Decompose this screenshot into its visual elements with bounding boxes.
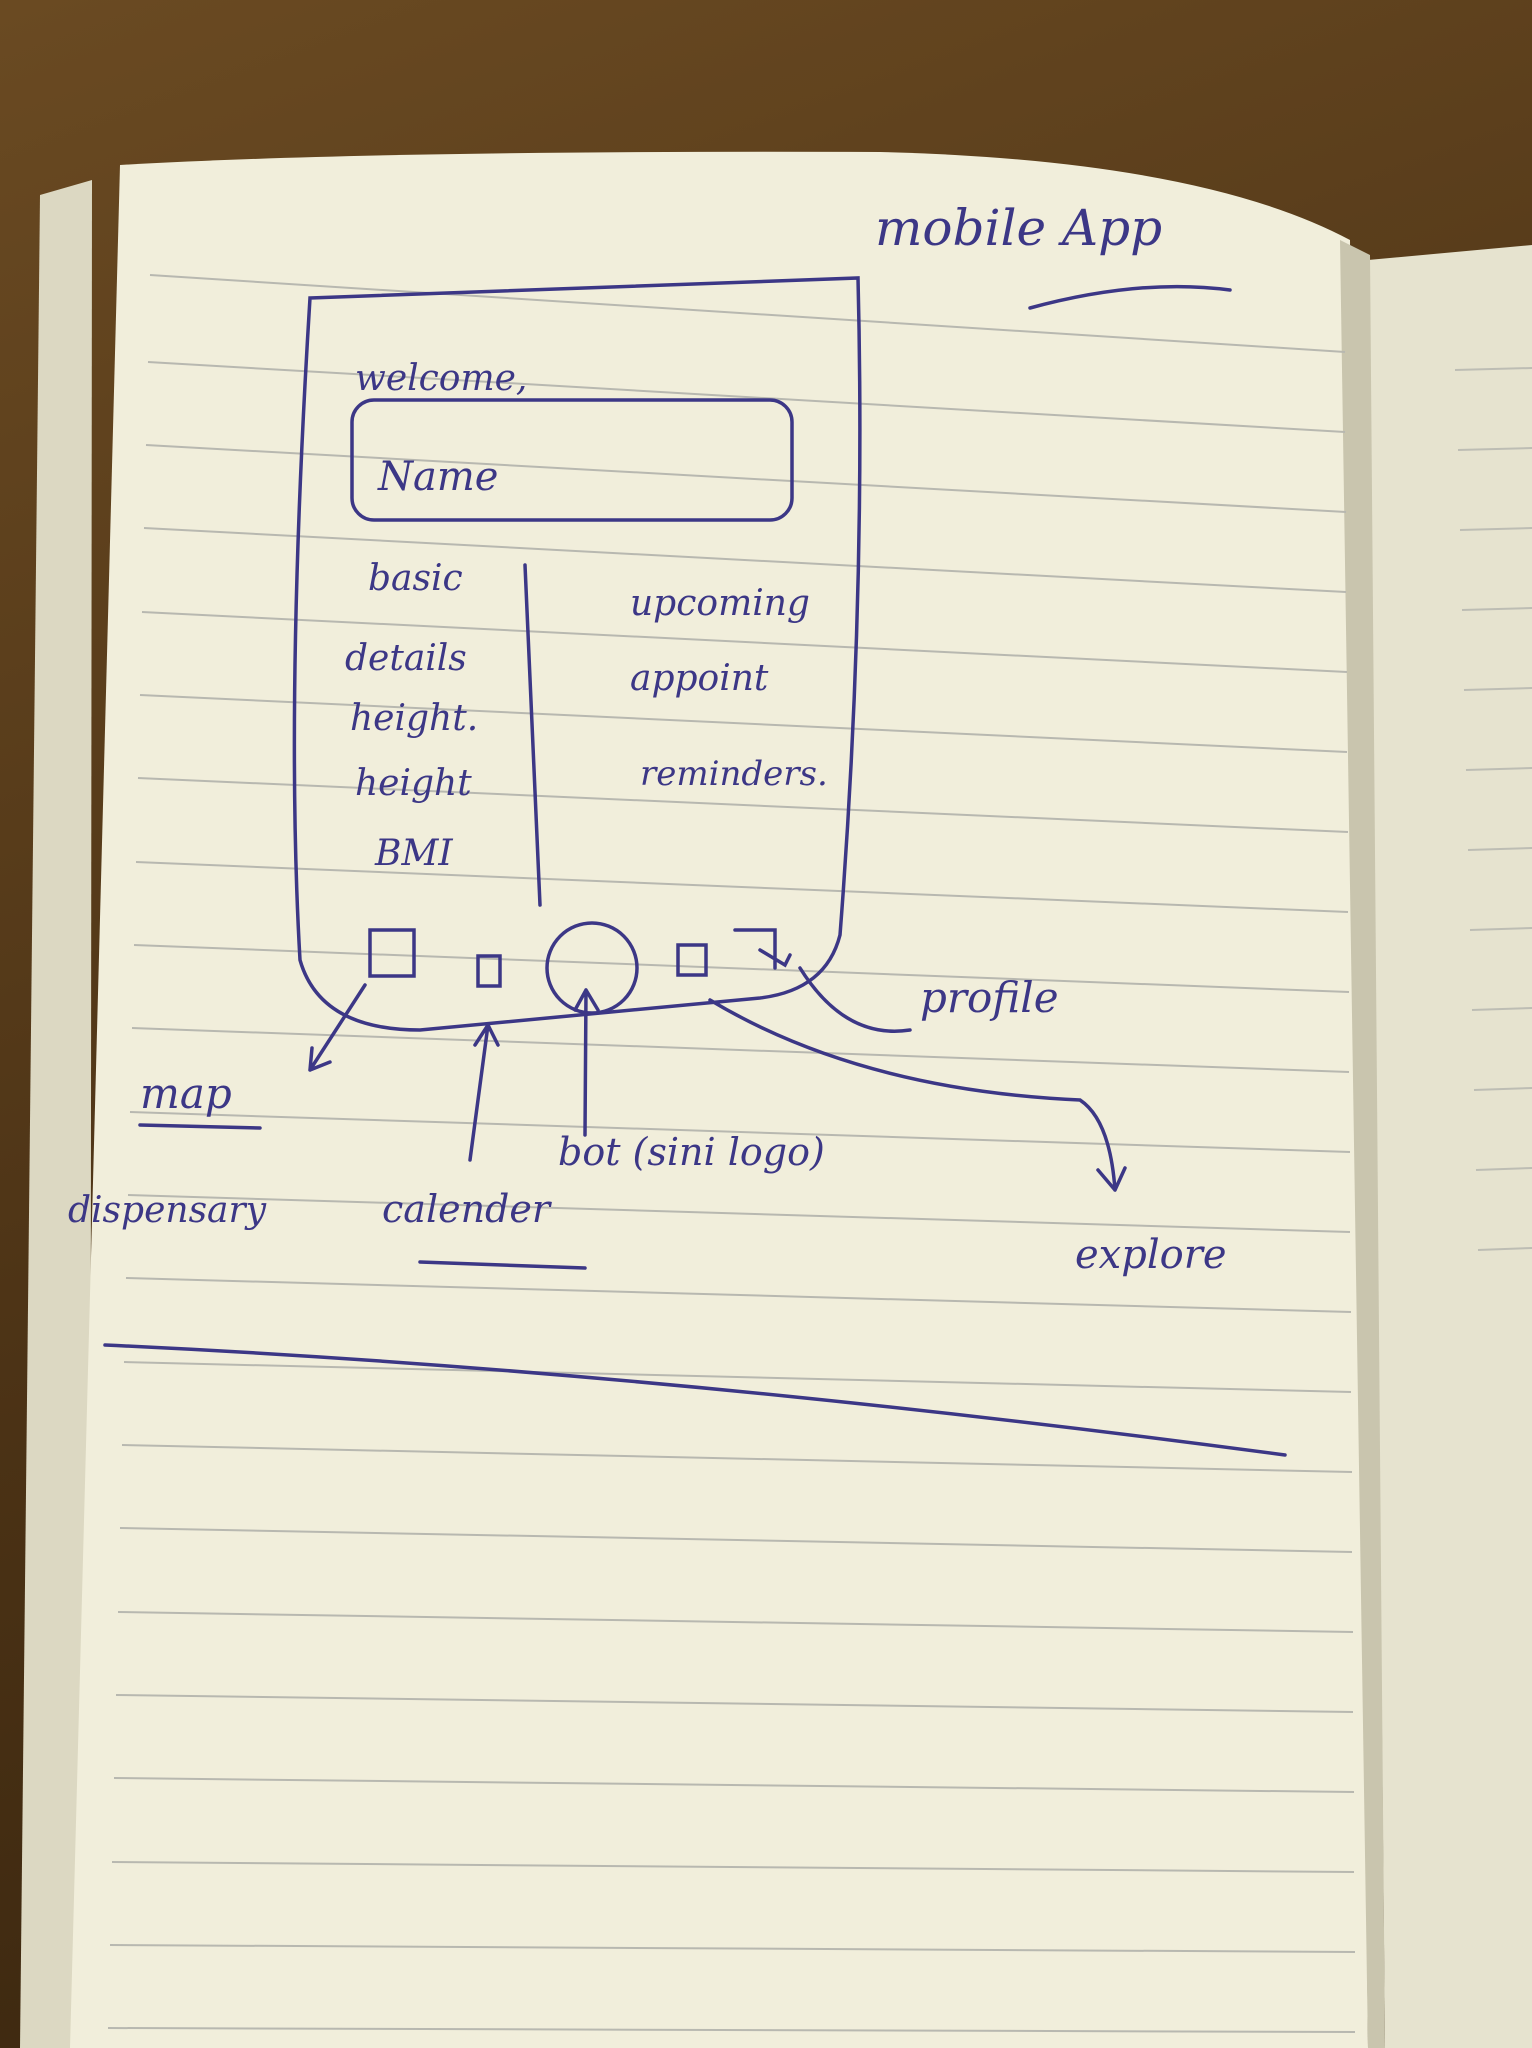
column-divider: [523, 563, 542, 907]
bot-icon: [545, 921, 639, 1015]
map-underline: [138, 1123, 262, 1130]
title-underline: [1028, 284, 1232, 310]
annotation-profile: profile: [920, 973, 1059, 1022]
profile-arrow: [798, 966, 912, 1033]
welcome-text: welcome,: [355, 358, 527, 399]
left-item-details: details: [345, 638, 467, 679]
explore-icon: [676, 943, 708, 977]
annotation-bot: bot (sini logo): [558, 1130, 825, 1174]
binding-shadow: [1340, 240, 1385, 2048]
right-item-upcoming: upcoming: [630, 583, 810, 624]
left-item-height-2: height: [355, 763, 472, 804]
ruled-lines: [107, 274, 1356, 2033]
sketch-title: mobile App: [875, 199, 1162, 257]
name-field-text: Name: [377, 454, 498, 500]
phone-outline: [292, 276, 862, 1032]
annotation-map: map: [140, 1069, 232, 1118]
divider-stroke: [103, 1343, 1287, 1457]
right-item-reminders: reminders.: [640, 754, 828, 794]
right-page-lines: [1454, 367, 1532, 1251]
profile-icon: [733, 928, 792, 970]
annotation-dispensary: dispensary: [68, 1190, 267, 1231]
calendar-arrow: [468, 1023, 500, 1162]
explore-arrow: [708, 998, 1127, 1192]
map-icon: [368, 928, 416, 978]
notebook-page-edge: [20, 180, 92, 2048]
left-item-height-1: height.: [350, 698, 478, 739]
name-field-box: [350, 398, 794, 522]
bot-arrow: [573, 988, 600, 1137]
annotation-explore: explore: [1075, 1232, 1227, 1278]
left-item-basic: basic: [368, 558, 463, 599]
calendar-icon: [476, 954, 502, 988]
map-arrow: [308, 983, 367, 1072]
right-item-appoint: appoint: [630, 658, 769, 699]
left-item-bmi: BMI: [374, 833, 453, 874]
notebook-right-page: [1368, 245, 1532, 2048]
annotation-calendar: calender: [382, 1187, 553, 1231]
notebook-page: [70, 151, 1368, 2048]
calendar-underline: [418, 1260, 587, 1270]
ink-sketch: [103, 276, 1287, 1457]
